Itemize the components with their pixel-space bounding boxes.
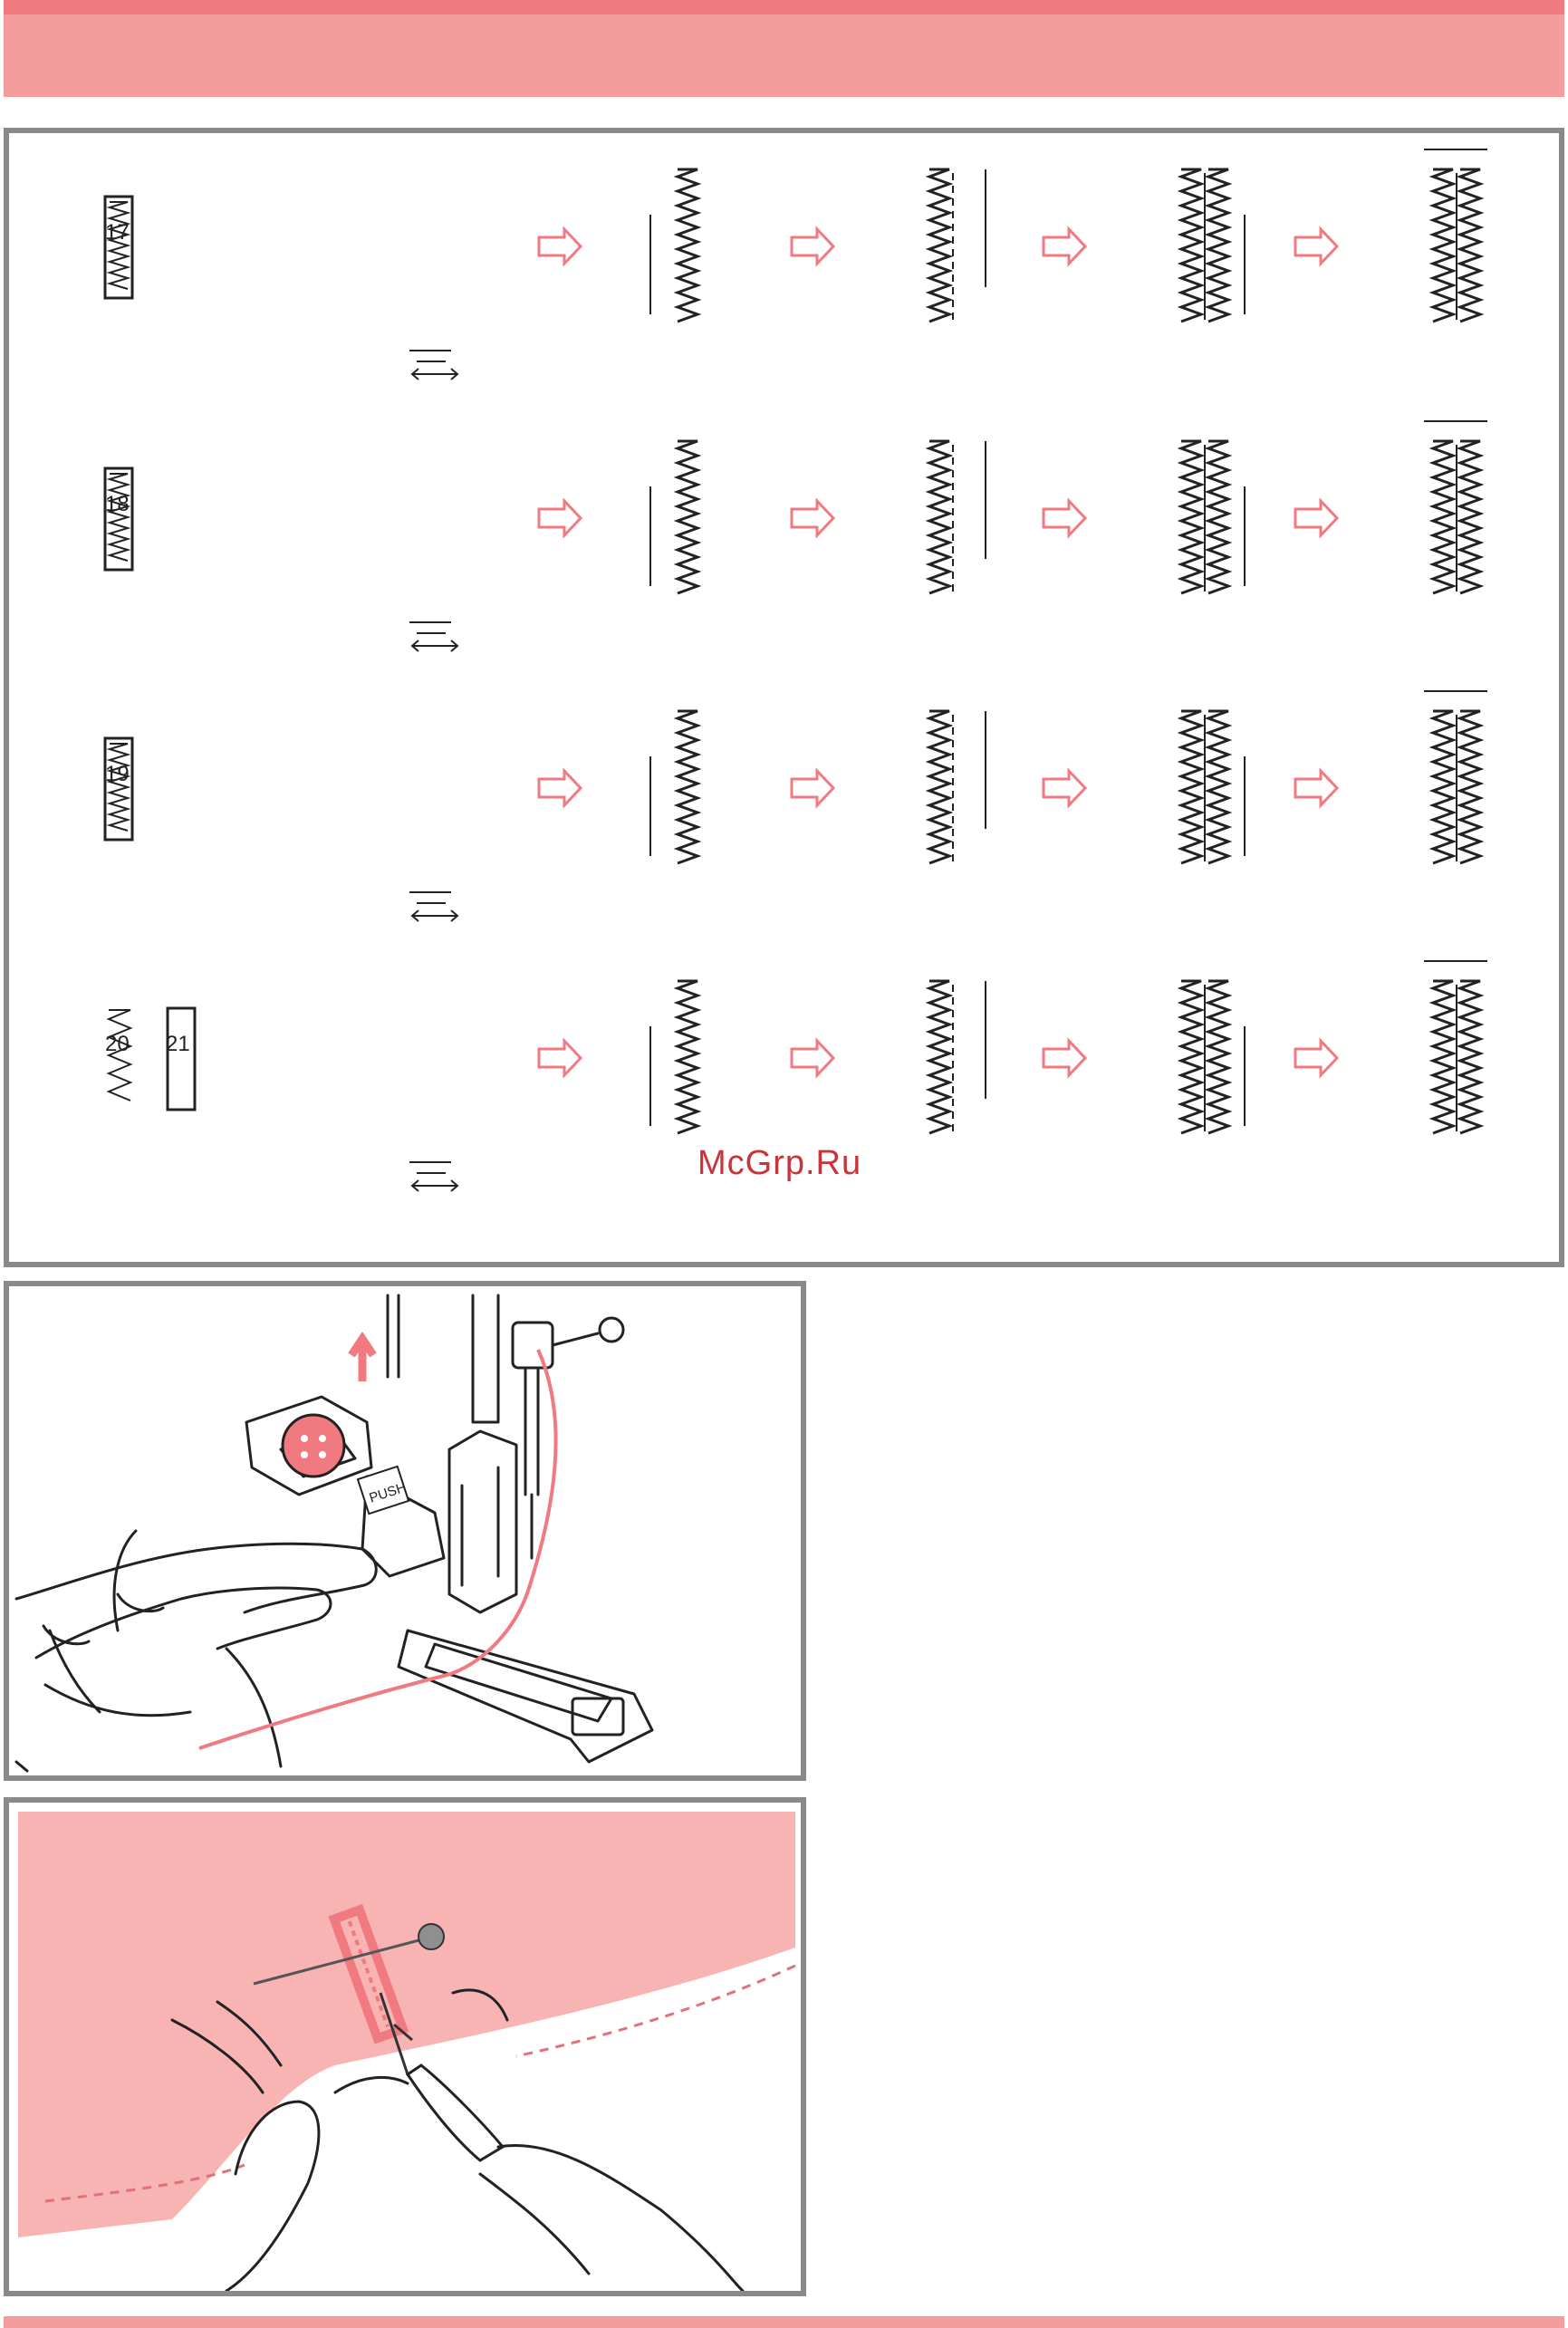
- stitch-column-left: [678, 441, 697, 593]
- stitch-column-left: [1181, 169, 1201, 322]
- right-arrow-icon: [792, 229, 833, 264]
- right-arrow-icon: [1044, 771, 1085, 805]
- right-arrow-icon: [539, 229, 581, 264]
- stitch-column-left: [1181, 711, 1201, 863]
- stitch-column-left: [1433, 441, 1453, 593]
- stitch-column-right: [1460, 169, 1480, 322]
- right-arrow-icon: [792, 501, 833, 535]
- pattern-icon: [168, 1008, 195, 1110]
- stitch-column-left: [929, 981, 949, 1133]
- pattern-icon-stitch: [110, 744, 128, 831]
- width-arrow-icon: [412, 640, 457, 651]
- stitch-column-left: [1181, 981, 1201, 1133]
- pattern-icon-stitch: [110, 202, 128, 289]
- stitch-column-left: [678, 981, 697, 1133]
- start-stitch-mark: [409, 622, 451, 633]
- stitch-column-right: [1460, 711, 1480, 863]
- right-arrow-icon: [1295, 229, 1337, 264]
- stitch-column-right: [1208, 711, 1228, 863]
- stitch-column-left: [1433, 981, 1453, 1133]
- seam-ripper-illustration: [9, 1803, 801, 2291]
- right-arrow-icon: [1295, 771, 1337, 805]
- start-stitch-mark: [409, 892, 451, 903]
- width-arrow-icon: [412, 369, 457, 380]
- stitch-column-right: [1208, 169, 1228, 322]
- stitch-column-left: [929, 169, 949, 322]
- width-arrow-icon: [412, 1180, 457, 1191]
- right-arrow-icon: [539, 501, 581, 535]
- bottom-band: [4, 2316, 1564, 2328]
- width-arrow-icon: [412, 910, 457, 921]
- stitch-column-right: [1208, 981, 1228, 1133]
- stitch-column-left: [678, 169, 697, 322]
- stitch-column-left: [1433, 711, 1453, 863]
- right-arrow-icon: [792, 1041, 833, 1075]
- stitch-diagrams: [9, 133, 1559, 1262]
- stitch-column-right: [1208, 441, 1228, 593]
- fabric: [18, 1812, 795, 2237]
- stitch-column-left: [1181, 441, 1201, 593]
- seam-ripper-panel: [4, 1797, 806, 2296]
- buttonhole-foot-panel: PUSH: [4, 1281, 806, 1781]
- right-arrow-icon: [539, 771, 581, 805]
- right-arrow-icon: [1044, 1041, 1085, 1075]
- right-arrow-icon: [1295, 501, 1337, 535]
- stitch-column-right: [1460, 441, 1480, 593]
- stitch-column-left: [678, 711, 697, 863]
- right-arrow-icon: [1295, 1041, 1337, 1075]
- start-stitch-mark: [409, 1162, 451, 1173]
- watermark: McGrp.Ru: [697, 1144, 861, 1183]
- buttonhole-sequence-panel: 17 18 19 20 21: [4, 128, 1564, 1267]
- pattern-icon-stitch: [110, 474, 128, 561]
- up-arrow-icon: [351, 1339, 373, 1381]
- stitch-column-right: [1460, 981, 1480, 1133]
- stitch-column-left: [929, 441, 949, 593]
- right-arrow-icon: [792, 771, 833, 805]
- pattern-icon: [109, 1010, 130, 1101]
- buttonhole-foot-illustration: PUSH: [9, 1286, 801, 1775]
- header-top-line: [4, 0, 1564, 14]
- right-arrow-icon: [539, 1041, 581, 1075]
- stitch-column-left: [929, 711, 949, 863]
- right-arrow-icon: [1044, 501, 1085, 535]
- stitch-column-left: [1433, 169, 1453, 322]
- right-arrow-icon: [1044, 229, 1085, 264]
- header-band: [4, 0, 1564, 97]
- start-stitch-mark: [409, 351, 451, 361]
